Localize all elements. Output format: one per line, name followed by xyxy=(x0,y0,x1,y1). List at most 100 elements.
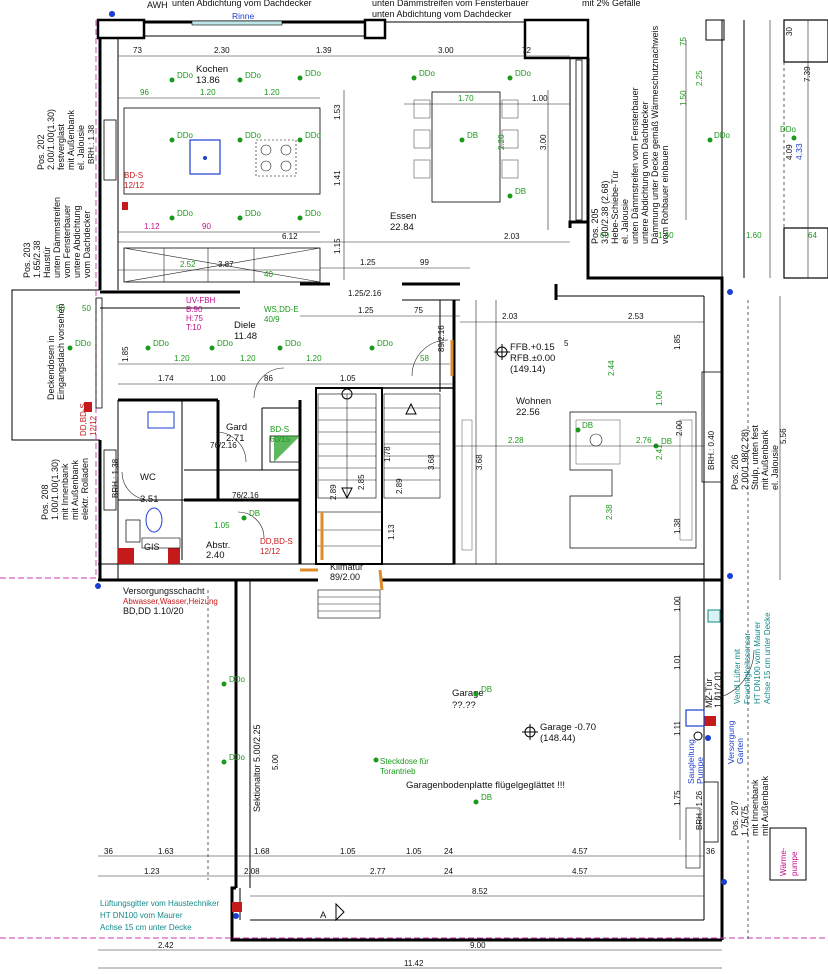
dim: 1.20 xyxy=(174,354,190,363)
uvfbh-label-3: T:10 xyxy=(186,323,202,332)
dim: 1.11 xyxy=(673,720,682,736)
dim: 1.25 xyxy=(360,258,376,267)
room-labels: Kochen 13.86 Essen 22.84 Diele 11.48 Gar… xyxy=(140,64,551,711)
svg-text:Pumpe: Pumpe xyxy=(695,757,705,784)
dim: 36 xyxy=(706,847,715,856)
dim: 2.03 xyxy=(504,232,520,241)
klimatuer-1: 89/2.00 xyxy=(330,572,360,582)
dim: 1.05 xyxy=(340,847,356,856)
dim: 1.38 xyxy=(673,518,682,534)
svg-text:mit Innenbank: mit Innenbank xyxy=(60,463,70,520)
room-essen-area: 22.84 xyxy=(390,222,414,233)
dim: 2.42 xyxy=(158,941,174,950)
svg-text:Stulp, unten fest: Stulp, unten fest xyxy=(750,424,760,490)
svg-text:DDo: DDo xyxy=(177,209,194,218)
versorgung-2: BD,DD 1.10/20 xyxy=(123,606,184,616)
level-garage-abs: (148.44) xyxy=(540,733,575,744)
dim: 1.74 xyxy=(158,374,174,383)
dim: 3.00 xyxy=(438,46,454,55)
wc-fixtures xyxy=(125,411,301,549)
wsdd-label-1: 40/9 xyxy=(264,315,280,324)
pos-205-label: Pos. 205 3.00/2.38 (2.68) Hebe-Schiebe-T… xyxy=(590,25,670,244)
dim: 1.23 xyxy=(144,867,160,876)
svg-text:DDo: DDo xyxy=(245,209,262,218)
ddo-symbol: DDo xyxy=(297,209,322,221)
uvfbh-label-1: B:90 xyxy=(186,305,203,314)
ddbds-0: DD,BD-S xyxy=(79,403,88,436)
svg-text:3.00/2.38 (2.68): 3.00/2.38 (2.68) xyxy=(600,180,610,244)
svg-text:el. Jalousie: el. Jalousie xyxy=(620,199,630,244)
room-diele-area: 11.48 xyxy=(234,331,257,342)
ddbds2-1: 12/12 xyxy=(260,547,281,556)
note-top-right: mit 2% Gefälle xyxy=(582,0,641,8)
dim: 1.85 xyxy=(673,334,682,350)
room-garage-name: Garage xyxy=(452,688,484,699)
svg-text:Eingangsdach vorsehen: Eingangsdach vorsehen xyxy=(56,303,66,400)
lueftung-0: Lüftungsgitter vom Haustechniker xyxy=(100,899,220,908)
versorgung-1: Abwasser,Wasser,Heizung xyxy=(123,597,218,606)
svg-text:DDo: DDo xyxy=(75,339,92,348)
dim: 89/2.16 xyxy=(437,325,446,352)
note-top-left: unten Abdichtung vom Dachdecker xyxy=(172,0,312,8)
deckendosen-label: Deckendosen in Eingangsdach vorsehen xyxy=(46,303,66,400)
electrical-symbols: DDo DDo DDo DDo DDo DDo DDo DDo DB DDo D… xyxy=(67,69,797,805)
outer-walls xyxy=(11,18,724,942)
room-gard-name: Gard xyxy=(226,422,247,433)
db-symbol: DB xyxy=(473,685,492,697)
dim: 7.39 xyxy=(803,66,812,82)
sektional-label: Sektionaltor 5.00/2.25 xyxy=(252,724,262,812)
versorgung-0: Versorgungsschacht xyxy=(123,586,205,596)
dim: 75 xyxy=(679,37,688,46)
svg-text:mit Außenbank: mit Außenbank xyxy=(70,459,80,520)
svg-text:Pos. 203: Pos. 203 xyxy=(22,242,32,278)
dim: 1.68 xyxy=(254,847,270,856)
level-markers: FFB.+0.15 5 RFB.±0.00 (149.14) Garage -0… xyxy=(494,339,596,744)
dim: 58 xyxy=(420,354,429,363)
ddo-symbol: DDo xyxy=(67,339,92,351)
steckdose-0: Steckdose für xyxy=(380,757,429,766)
pos-202-label: Pos. 202 2.00/1.00(1.30) festverglast mi… xyxy=(36,109,86,170)
room-wc-name: WC xyxy=(140,472,156,483)
dim: 2.89 xyxy=(329,484,338,500)
room-abstr-name: Abstr. xyxy=(206,540,230,551)
uvfbh-label-0: UV-FBH xyxy=(186,296,216,305)
stairs xyxy=(315,388,441,619)
dim: 2.53 xyxy=(628,312,644,321)
room-kochen-area: 13.86 xyxy=(196,75,220,86)
technical-labels: UV-FBH B:90 H:75 T:10 WS,DD-E 40/9 BD-S … xyxy=(46,171,799,932)
dim: 1.00 xyxy=(532,94,548,103)
svg-text:1.65/2.38: 1.65/2.38 xyxy=(32,240,42,278)
dim: 2.85 xyxy=(357,474,366,490)
svg-text:mit Außenbank: mit Außenbank xyxy=(760,429,770,490)
dim: 1.20 xyxy=(306,354,322,363)
svg-text:DB: DB xyxy=(515,187,526,196)
mztuer-label: MZ-Tür 1.01/2.01 xyxy=(704,670,723,708)
dim: 1.01 xyxy=(673,654,682,670)
dim: 1.15 xyxy=(333,238,342,254)
svg-text:el. Jalousie: el. Jalousie xyxy=(770,445,780,490)
db-symbol: DB xyxy=(575,421,593,433)
steckdose-1: Torantrieb xyxy=(380,767,416,776)
db-symbol: DB xyxy=(473,793,492,805)
svg-text:DDo: DDo xyxy=(714,131,731,140)
dim: 2.76 xyxy=(636,436,652,445)
dim: 2.52 xyxy=(180,260,196,269)
dim: 1.20 xyxy=(200,88,216,97)
dim: 1.05 xyxy=(406,847,422,856)
bds-k-0: BD-S xyxy=(124,171,143,180)
dim: 90 xyxy=(202,222,211,231)
svg-text:vom Dachdecker: vom Dachdecker xyxy=(82,210,92,278)
svg-text:mit Außenbank: mit Außenbank xyxy=(760,775,770,836)
svg-text:vom Rohbauer einbauen: vom Rohbauer einbauen xyxy=(660,145,670,244)
svg-text:Saugleitung: Saugleitung xyxy=(686,739,696,784)
room-wohnen-area: 22.56 xyxy=(516,407,540,418)
ddo-symbol: DDo xyxy=(237,209,262,221)
bds-g-1: 60/15 xyxy=(270,435,291,444)
ddo-symbol: DDo xyxy=(707,131,731,143)
svg-text:Feuchtigkeitssensor: Feuchtigkeitssensor xyxy=(743,633,752,704)
dim: 96 xyxy=(140,88,149,97)
ddo-symbol: DDo xyxy=(169,131,194,143)
dim: 1.25/2.16 xyxy=(348,289,382,298)
dim: 5.00 xyxy=(271,754,280,770)
